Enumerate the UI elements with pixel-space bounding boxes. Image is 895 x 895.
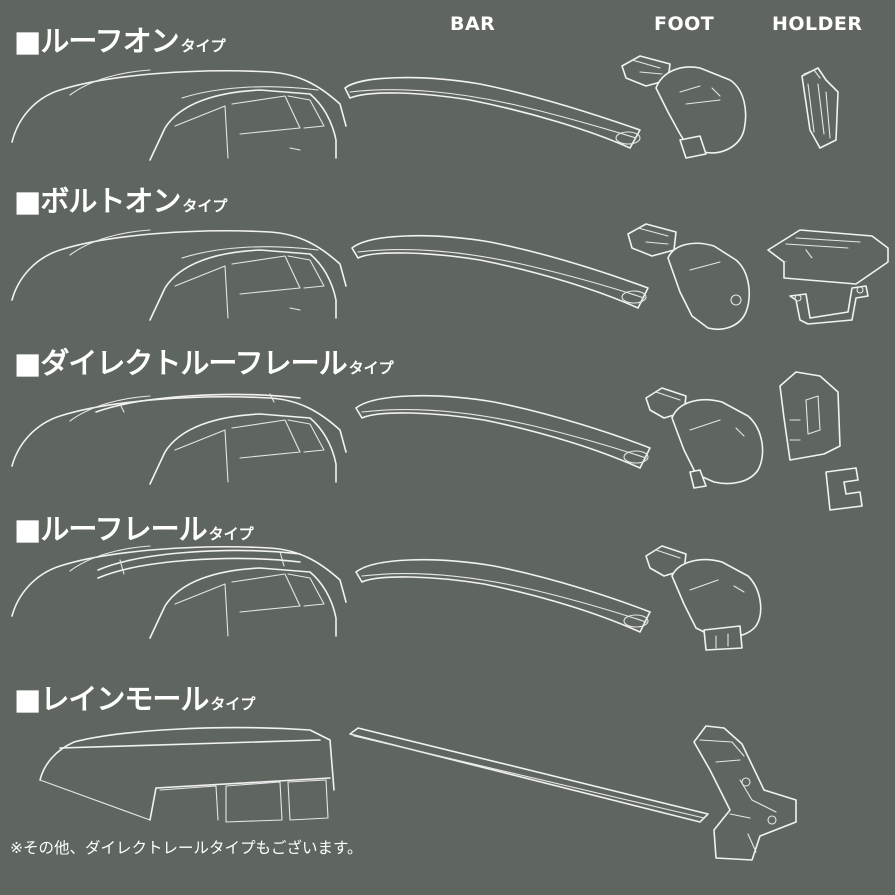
- row-title-sub: タイプ: [182, 197, 228, 215]
- foot-illustration-5: [693, 725, 797, 861]
- row-title-roof-rail: ■ルーフレールタイプ: [14, 506, 254, 548]
- row-title-main: ■レインモール: [14, 682, 209, 716]
- bar-illustration-1: [344, 76, 641, 149]
- bar-illustration-4: [355, 558, 651, 633]
- holder-illustration-1: [801, 67, 839, 149]
- holder-illustration-2: [767, 229, 889, 325]
- car-illustration-direct-roof-rail: [11, 393, 347, 485]
- bar-illustration-2: [351, 234, 649, 309]
- car-illustration-roof-on: [11, 69, 347, 161]
- foot-illustration-4: [645, 545, 762, 651]
- row-title-rain-moulding: ■レインモールタイプ: [14, 676, 255, 718]
- column-header-foot: FOOT: [654, 13, 715, 35]
- holder-illustration-3: [779, 371, 863, 511]
- row-title-sub: タイプ: [180, 37, 226, 55]
- column-header-bar: BAR: [450, 13, 496, 35]
- car-illustration-rain-moulding: [39, 726, 335, 823]
- foot-illustration-2: [627, 223, 750, 330]
- row-title-roof-on: ■ルーフオンタイプ: [14, 18, 226, 60]
- row-title-direct-roof-rail: ■ダイレクトルーフレールタイプ: [14, 340, 394, 382]
- footnote: ※その他、ダイレクトレールタイプもございます。: [10, 839, 363, 857]
- car-illustration-bolt-on: [11, 229, 347, 321]
- row-title-main: ■ルーフオン: [14, 24, 180, 58]
- foot-illustration-3: [645, 387, 764, 489]
- row-title-sub: タイプ: [210, 695, 256, 713]
- row-title-bolt-on: ■ボルトオンタイプ: [14, 178, 227, 220]
- row-title-sub: タイプ: [348, 359, 394, 377]
- car-illustration-roof-rail: [11, 545, 347, 639]
- row-title-main: ■ダイレクトルーフレール: [14, 346, 348, 380]
- bar-illustration-3: [355, 394, 651, 469]
- bar-illustration-5: [349, 727, 709, 823]
- row-title-sub: タイプ: [208, 525, 254, 543]
- foot-illustration-1: [621, 55, 747, 159]
- row-title-main: ■ルーフレール: [14, 512, 208, 546]
- column-header-holder: HOLDER: [772, 13, 863, 35]
- row-title-main: ■ボルトオン: [14, 184, 181, 218]
